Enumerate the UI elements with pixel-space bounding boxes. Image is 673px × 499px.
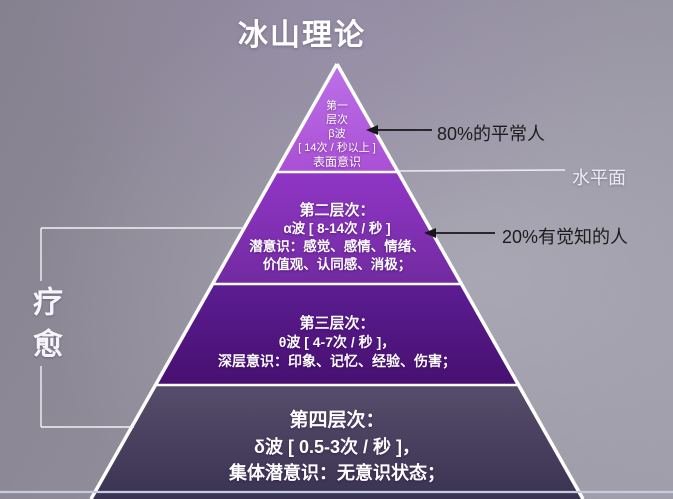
level-1-line: 表面意识 [312, 155, 362, 169]
label-water-level: 水平面 [572, 168, 626, 188]
level-3-line: 深层意识：印象、记忆、经验、伤害； [218, 353, 456, 369]
healing-bracket [40, 227, 244, 428]
level-1-line: [ 14次 / 秒以上 ] [298, 142, 376, 154]
pyramid-level-1 [276, 64, 398, 172]
level-2-heading: 第二层次： [299, 202, 375, 219]
arrow-20-head-icon [424, 228, 436, 238]
label-80-percent-normal-people: 80%的平常人 [437, 124, 546, 144]
level-3-text: 第三层次： θ波 [ 4-7次 / 秒 ]， 深层意识：印象、记忆、经验、伤害； [218, 314, 456, 371]
pyramid-level-2 [213, 172, 461, 284]
level-1-line: β波 [328, 128, 346, 140]
pyramid-level-3 [156, 284, 518, 385]
level-3-heading: 第三层次： [299, 315, 375, 332]
level-1-text: 第一 层次 β波 [ 14次 / 秒以上 ] 表面意识 [298, 99, 376, 169]
level-2-line: α波 [ 8-14次 / 秒 ] [283, 221, 391, 236]
pyramid-right-edge [335, 63, 585, 499]
level-1-line: 层次 [325, 114, 348, 126]
level-2-line: 潜意识：感觉、感情、情绪、 [249, 239, 425, 254]
level-4-text: 第四层次： δ波 [ 0.5-3次 / 秒 ]， 集体潜意识：无意识状态； [229, 408, 445, 486]
label-healing: 疗愈 [28, 286, 61, 370]
pyramid-level-4 [91, 385, 583, 499]
level-2-line: 价值观、认同感、消极； [262, 257, 412, 272]
level-4-line: δ波 [ 0.5-3次 / 秒 ]， [254, 437, 420, 457]
arrow-80-head-icon [366, 125, 378, 135]
page-title: 冰山理论 [238, 19, 366, 52]
level-4-heading: 第四层次： [289, 410, 385, 431]
level-2-text: 第二层次： α波 [ 8-14次 / 秒 ] 潜意识：感觉、感情、情绪、 价值观… [249, 202, 425, 274]
level-1-line: 第一 [325, 100, 348, 112]
level-4-line: 集体潜意识：无意识状态； [229, 463, 445, 483]
water-line-leader [398, 169, 566, 172]
label-20-percent-aware-people: 20%有觉知的人 [502, 227, 629, 247]
level-3-line: θ波 [ 4-7次 / 秒 ]， [278, 334, 396, 350]
